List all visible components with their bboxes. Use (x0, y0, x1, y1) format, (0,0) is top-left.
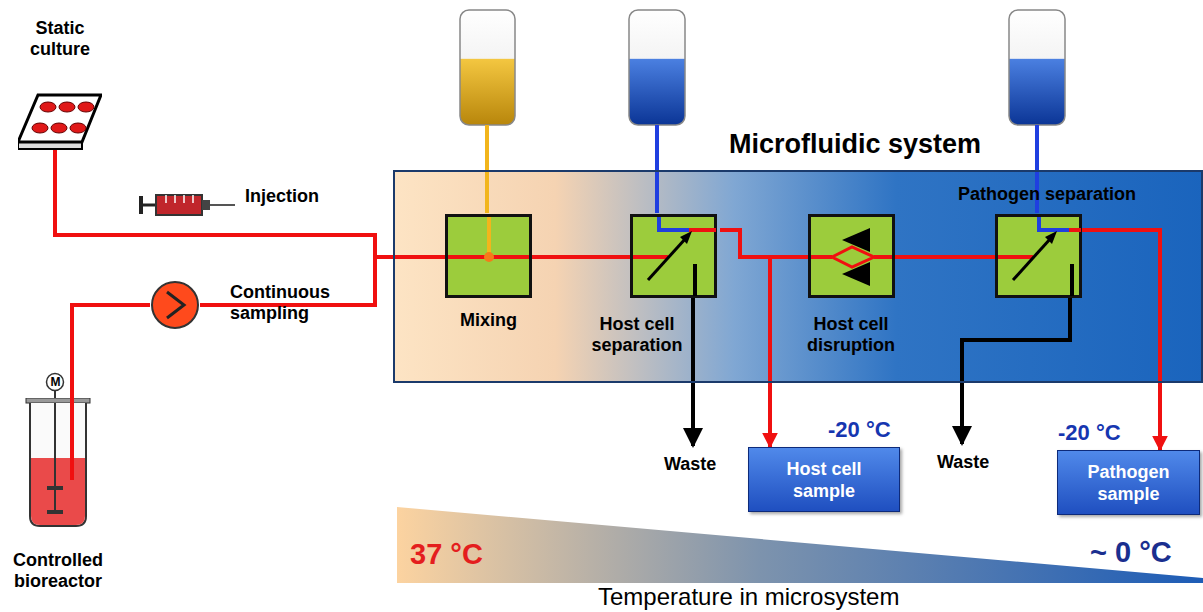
plate-symbol (18, 92, 102, 150)
sep1-symbol (630, 214, 720, 298)
component-box: Mixing (445, 214, 532, 298)
flow-line (1082, 230, 1160, 450)
note-label: Injection (245, 186, 319, 206)
component-box: Host cell disruption (808, 214, 895, 298)
flow-line (72, 305, 150, 398)
note-label: -20 °C (828, 418, 891, 442)
flow-line (720, 230, 808, 257)
node-label: Controlled bioreactor (2, 550, 114, 592)
node-label: Microfluidic system (690, 128, 1020, 160)
node-label: Continuous sampling (230, 282, 360, 324)
motor-letter: M (50, 376, 61, 389)
system-panel: Microfluidic systemMixingHost cell separ… (393, 170, 1203, 383)
mix-symbol (445, 214, 532, 298)
note-label: ~ 0 °C (1090, 536, 1172, 568)
node-label: Host cell separation (567, 314, 707, 356)
box-text: Host cell sample (749, 448, 899, 511)
node-label: Pathogen separation (935, 184, 1159, 205)
component-box: Host cell separation (630, 214, 720, 298)
pump-symbol (150, 280, 200, 330)
sample-box: Host cell sample (748, 447, 900, 512)
flow-line (532, 255, 630, 259)
note-label: 37 °C (410, 538, 483, 570)
component-box: Continuous sampling (150, 280, 200, 330)
component-box: Pathogen separation (995, 214, 1082, 298)
sep2-symbol (995, 214, 1082, 298)
note-label: -20 °C (1058, 421, 1121, 445)
component-box: Controlled bioreactor (22, 398, 94, 528)
box-text: Pathogen sample (1058, 451, 1199, 514)
reactor-symbol (22, 398, 94, 528)
component-box: Static culture (18, 92, 102, 150)
note-label: Temperature in microsystem (598, 584, 899, 610)
note-label: Waste (937, 452, 989, 472)
node-label: Mixing (425, 310, 552, 331)
note-label: Waste (664, 454, 716, 474)
flow-line (55, 150, 445, 257)
dis-symbol (808, 214, 895, 298)
node-label: Static culture (6, 18, 114, 60)
flow-line (720, 230, 770, 447)
flow-line (895, 255, 995, 259)
sample-box: Pathogen sample (1057, 450, 1200, 515)
node-label: Host cell disruption (781, 314, 921, 356)
